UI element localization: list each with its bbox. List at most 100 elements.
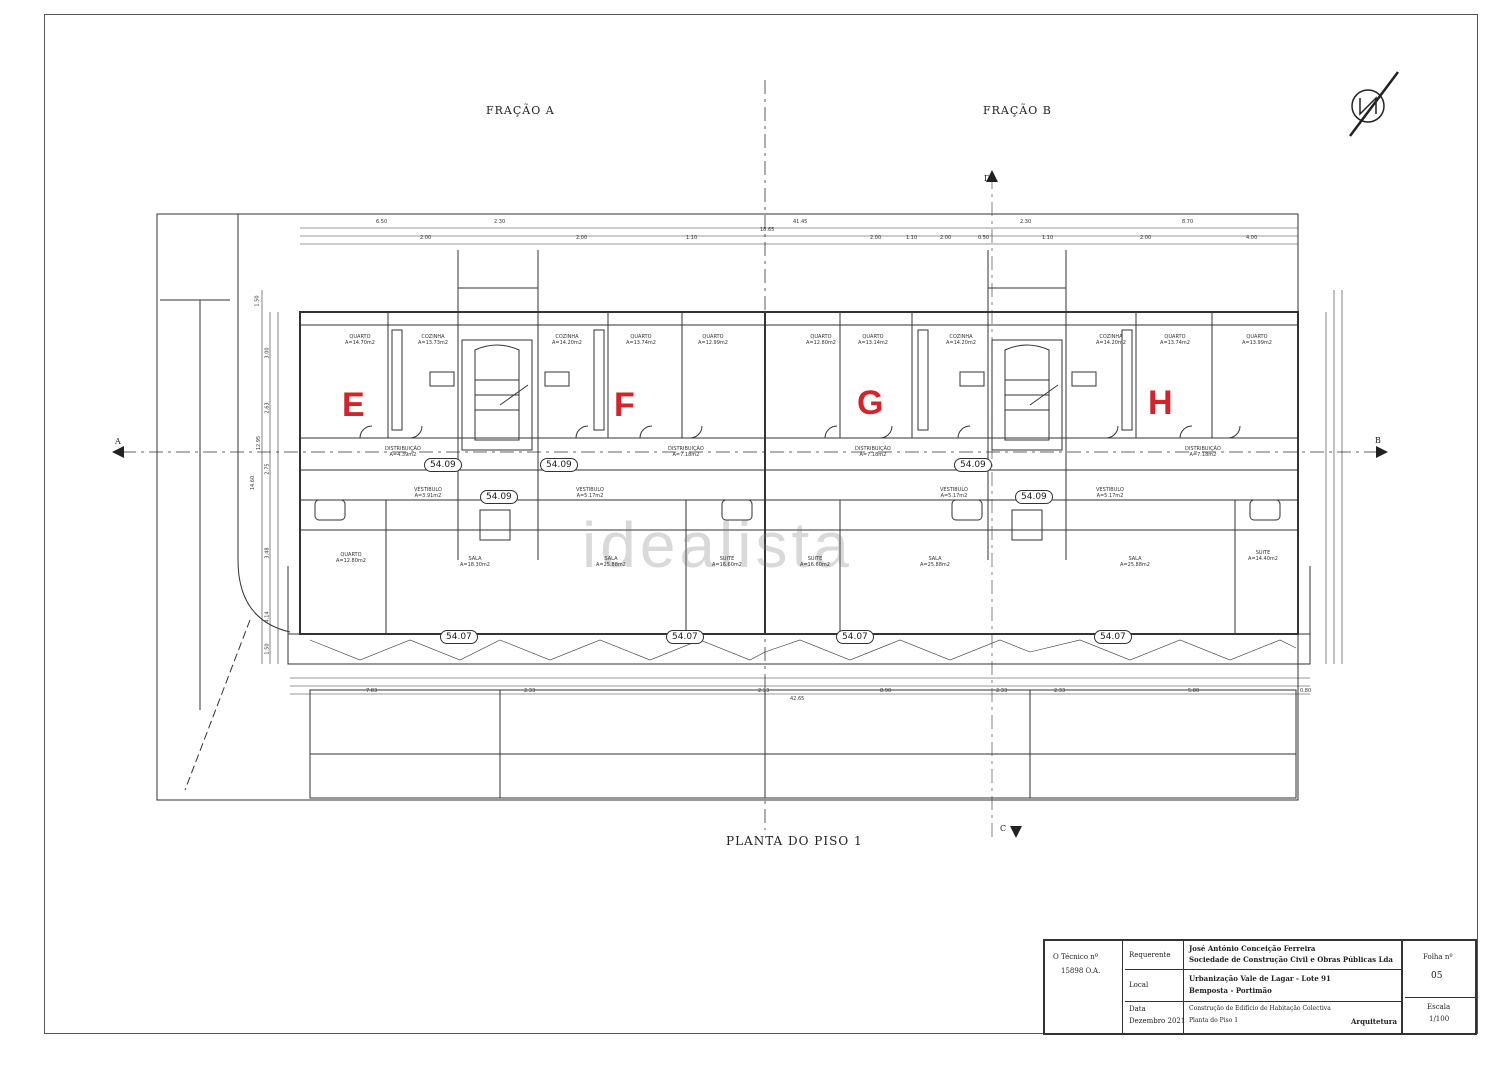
room-area: A=5.17m2 [1096,493,1124,499]
room-area: A=4.39m2 [389,452,417,458]
room-area: A=3.91m2 [414,493,442,499]
dimension-label: 2.33 [524,688,536,694]
dimension-label: 2.00 [870,235,882,241]
room-name: QUARTO [810,334,832,340]
room-area: A=5.17m2 [940,493,968,499]
room-name: SALA [468,556,482,562]
area-badge: 54.07 [440,630,478,644]
stair-core-right-top [987,287,1067,313]
room-name: QUARTO [862,334,884,340]
room-area: A=13.73m2 [418,340,448,346]
room-name: QUARTO [702,334,724,340]
room-name: VESTIBULO [414,487,442,493]
room-name: SUITE [807,556,823,562]
folha-label: Folha nº [1423,953,1453,961]
info-cell: Requerente José António Conceição Ferrei… [1125,941,1403,1033]
area-badge: 54.09 [1015,490,1053,504]
requerente-name: José António Conceição Ferreira [1189,944,1316,953]
elevator-right [1011,509,1043,541]
dimension-label: 1.10 [686,235,698,241]
sheet-cell: Folha nº 05 Escala 1/100 [1405,941,1475,1033]
folha-value: 05 [1431,971,1443,981]
room-name: SUITE [719,556,735,562]
room-area: A=7.18m2 [859,452,887,458]
room-name: COZINHA [555,334,579,340]
room-area: A=18.30m2 [460,562,490,568]
room-name: QUARTO [340,552,362,558]
stair-left [461,339,533,451]
data-label: Data [1129,1005,1146,1013]
dimension-label: 2.33 [996,688,1008,694]
room-area: A=13.74m2 [626,340,656,346]
area-badge: 54.07 [666,630,704,644]
room-name: DISTRIBUIÇÃO [1185,446,1221,452]
especialidade: Arquitetura [1351,1017,1397,1026]
fraction-a-label: FRAÇÃO A [486,104,555,117]
room-name: SALA [604,556,618,562]
dimension-label: 12.95 [256,435,263,451]
unit-letter-h: H [1148,384,1173,422]
section-label-c: C [1000,824,1007,833]
room-name: VESTIBULO [1096,487,1124,493]
dimension-label: 8.70 [1182,219,1194,225]
unit-letter-g: G [857,384,884,422]
watermark: idealista [582,509,853,581]
room-name: VESTIBULO [576,487,604,493]
dimension-label: 0.50 [978,235,990,241]
room-name: SALA [928,556,942,562]
room-area: A=13.99m2 [1242,340,1272,346]
dimension-label: 3.48 [264,547,271,559]
room-area: A=13.14m2 [858,340,888,346]
dimension-label: 7.83 [366,688,378,694]
dimension-label: 0.80 [1300,688,1312,694]
dimension-label: 2.63 [264,402,271,414]
room-area: A=25.88m2 [596,562,626,568]
site-outline [156,213,1299,801]
tecnico-label: O Técnico nº [1053,953,1099,961]
requerente-company: Sociedade de Construção Civil e Obras Pú… [1189,955,1393,964]
garden-area [309,689,1297,799]
area-badge: 54.09 [424,458,462,472]
dimension-label: 2.00 [1140,235,1152,241]
dimension-label: 2.30 [1020,219,1032,225]
section-label-b: B [1375,436,1381,445]
area-badge: 54.09 [480,490,518,504]
room-area: A=12.80m2 [336,558,366,564]
local-line1: Urbanização Vale de Lagar - Lote 91 [1189,974,1331,983]
data-value: Dezembro 2021 [1129,1017,1186,1025]
unit-letter-f: F [614,386,635,424]
room-name: DISTRIBUIÇÃO [385,446,421,452]
obra-line2: Planta do Piso 1 [1189,1017,1239,1024]
room-area: A=5.17m2 [576,493,604,499]
elevator-left [479,509,511,541]
room-area: A=14.20m2 [1096,340,1126,346]
room-area: A=14.20m2 [946,340,976,346]
dimension-label: 42.65 [790,696,805,702]
dimension-label: 2.00 [420,235,432,241]
stair-core-left-top [457,287,539,313]
fraction-b-label: FRAÇÃO B [983,104,1052,117]
dimension-label: 4.00 [1246,235,1258,241]
room-name: VESTIBULO [940,487,968,493]
escala-label: Escala [1427,1003,1451,1011]
room-area: A=14.20m2 [552,340,582,346]
room-area: A=14.70m2 [345,340,375,346]
